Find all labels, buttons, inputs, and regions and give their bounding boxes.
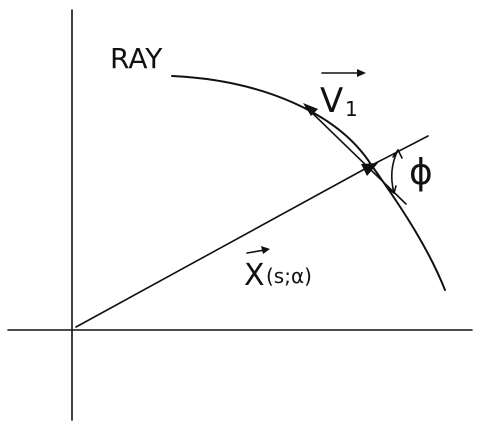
tangent-arrowhead — [303, 103, 318, 116]
angle-arc-arrow-top — [392, 149, 403, 159]
velocity-label-letter: V — [320, 81, 343, 121]
position-label-arrowhead — [261, 246, 270, 254]
ray-label: RAY — [110, 42, 163, 75]
angle-label: ϕ — [409, 152, 433, 193]
velocity-label-subscript: 1 — [345, 97, 358, 121]
position-label-arrow — [246, 249, 266, 254]
velocity-label: V 1 — [320, 69, 366, 121]
position-vector — [75, 164, 373, 328]
ray-curve — [171, 75, 446, 291]
tangent-line — [305, 106, 407, 205]
angle-arc-arrow-bottom — [387, 185, 397, 194]
position-label-args: (s;α) — [266, 264, 312, 288]
reference-line — [371, 135, 429, 166]
position-label-letter: X — [244, 258, 265, 293]
velocity-label-arrowhead — [357, 69, 366, 77]
position-label: X (s;α) — [244, 246, 312, 293]
